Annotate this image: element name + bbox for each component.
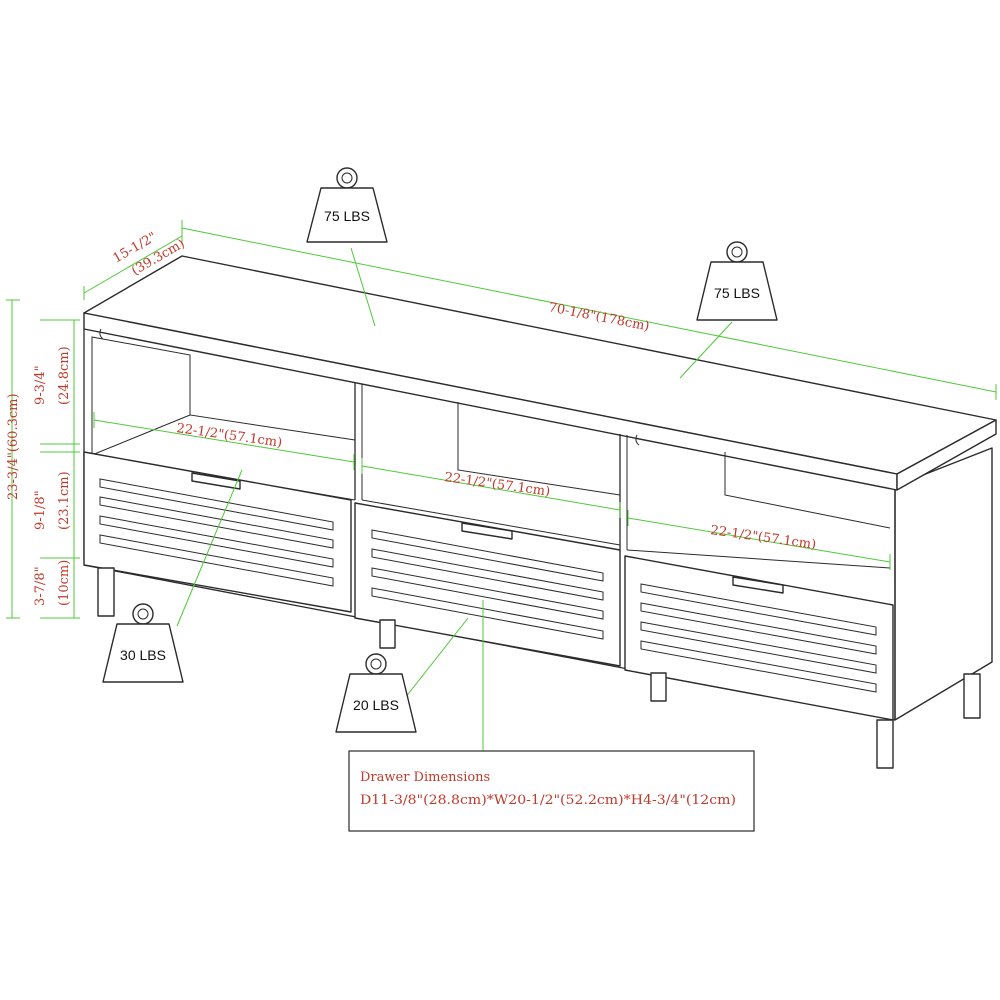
compartment-width-left-label: 22-1/2"(57.1cm)	[175, 421, 283, 451]
shelf-left-inner	[189, 355, 356, 441]
drawer-right-handle	[732, 576, 784, 594]
weight-ring-icon	[365, 653, 387, 675]
weight-drawer: 20 LBS	[335, 653, 417, 733]
shelf-height-label: 9-3/4"	[33, 365, 48, 405]
compartment-width-right-label: 22-1/2"(57.1cm)	[709, 523, 817, 553]
weight-icon	[306, 187, 388, 243]
drawer-middle	[354, 502, 621, 667]
drawer-height-label: 9-1/8"	[33, 490, 48, 530]
drawer-left-slats	[99, 478, 334, 587]
tv-stand-drawing	[83, 255, 997, 769]
note-details: D11-3/8"(28.8cm)*W20-1/2"(52.2cm)*H4-3/4…	[360, 793, 736, 808]
shelf-height-cm-label: (24.8cm)	[57, 346, 72, 405]
weight-icon	[335, 673, 417, 733]
leg-back-right	[650, 672, 667, 702]
drawer-middle-slats	[371, 529, 604, 640]
shelf-right-inner	[724, 452, 891, 529]
dimension-lines	[6, 220, 997, 751]
drawer-dimensions-note: Drawer Dimensions D11-3/8"(28.8cm)*W20-1…	[348, 750, 755, 832]
weight-shelf-label: 30 LBS	[120, 647, 166, 663]
leg-front-right	[876, 719, 894, 769]
leg-height-label: 3-7/8"	[33, 566, 48, 606]
drawer-right-slats	[640, 583, 877, 693]
drawer-left-handle	[191, 472, 241, 490]
weight-top-right-label: 75 LBS	[714, 285, 760, 301]
leg-side-right	[963, 673, 981, 719]
shelf-right-floor	[626, 549, 891, 569]
width-label: 70-1/8"(178cm)	[547, 300, 650, 334]
weight-ring-icon	[726, 241, 748, 263]
hook-left	[99, 328, 104, 340]
weight-icon	[696, 261, 778, 321]
note-title: Drawer Dimensions	[360, 770, 490, 785]
height-label: 23-3/4"(60.3cm)	[6, 393, 21, 500]
weight-top-right: 75 LBS	[696, 241, 778, 321]
shelf-left-back	[91, 336, 191, 456]
weight-drawer-label: 20 LBS	[353, 697, 399, 713]
leg-back-left	[379, 619, 396, 649]
drawer-height-cm-label: (23.1cm)	[57, 471, 72, 530]
note-box	[348, 750, 755, 832]
drawer-middle-handle	[461, 522, 513, 540]
drawer-left	[83, 451, 352, 613]
weight-shelf: 30 LBS	[102, 603, 184, 683]
hook-right	[635, 434, 640, 446]
top-side-edge	[896, 419, 997, 491]
leg-height-cm-label: (10cm)	[57, 560, 72, 606]
weight-ring-icon	[336, 167, 358, 189]
shelf-middle-floor	[361, 499, 621, 546]
weight-ring-icon	[132, 603, 154, 625]
leg-front-left	[97, 567, 115, 617]
shelf-middle-inner	[457, 402, 621, 496]
weight-top-left-label: 75 LBS	[324, 208, 370, 224]
weight-icon	[102, 623, 184, 683]
compartment-width-middle-label: 22-1/2"(57.1cm)	[443, 470, 551, 500]
weight-top-left: 75 LBS	[306, 167, 388, 243]
